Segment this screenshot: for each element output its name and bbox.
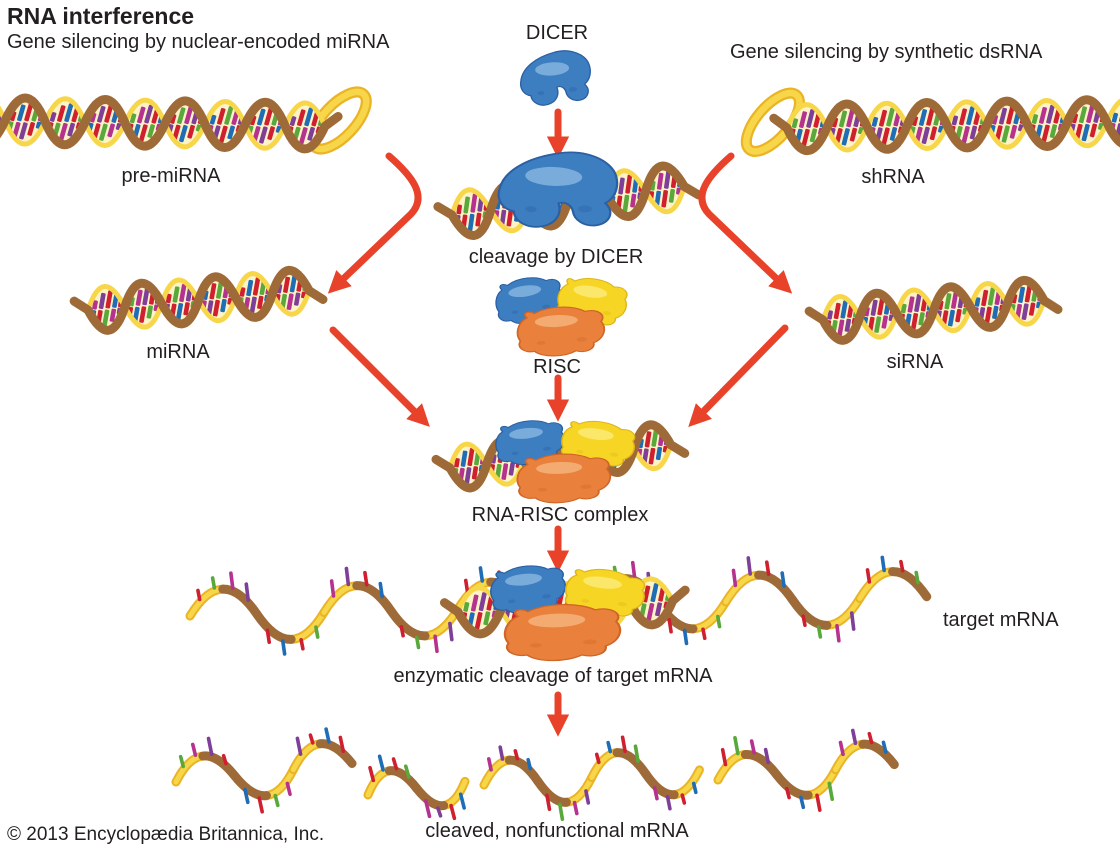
- arrow-shrna-to-sirna: [698, 152, 793, 294]
- label-cleaved-mrna: cleaved, nonfunctional mRNA: [425, 820, 689, 842]
- label-cleavage-by-dicer: cleavage by DICER: [468, 246, 644, 268]
- target-blue-subunit: [490, 565, 566, 614]
- cleaved-fragment-2: [363, 754, 470, 821]
- cleaved-fragment-4: [713, 728, 899, 812]
- risc-orange-subunit: [516, 306, 606, 357]
- figure-title: RNA interference: [7, 3, 195, 29]
- label-sirna: siRNA: [886, 351, 944, 373]
- complex-blue-subunit: [495, 420, 565, 465]
- label-pre-mirna: pre-miRNA: [121, 165, 221, 187]
- arrow-premirna-to-mirna: [327, 152, 422, 294]
- target-orange-subunit: [503, 603, 622, 662]
- dicer-on-helix-blob: [497, 151, 619, 228]
- arrow-sirna-to-complex: [688, 324, 789, 428]
- label-risc: RISC: [533, 356, 581, 378]
- sirna-helix: [804, 275, 1063, 345]
- label-dicer: DICER: [525, 22, 589, 44]
- mirna-helix: [69, 265, 328, 335]
- label-target-mrna: target mRNA: [943, 609, 1059, 631]
- label-shrna: shRNA: [861, 166, 925, 188]
- cleaved-fragment-3: [479, 735, 704, 822]
- shrna-helix: [740, 87, 1120, 157]
- left-pathway-subtitle: Gene silencing by nuclear-encoded miRNA: [7, 31, 390, 53]
- label-rna-risc-complex: RNA-RISC complex: [471, 504, 649, 526]
- copyright-notice: © 2013 Encyclopædia Britannica, Inc.: [7, 824, 325, 845]
- dicer-blob: [519, 50, 591, 106]
- arrow-mirna-to-complex: [329, 326, 430, 427]
- complex-orange-subunit: [516, 453, 612, 504]
- target-yellow-subunit: [564, 569, 646, 617]
- label-enzymatic-cleavage: enzymatic cleavage of target mRNA: [393, 665, 713, 687]
- label-mirna: miRNA: [146, 341, 210, 363]
- right-pathway-subtitle: Gene silencing by synthetic dsRNA: [730, 41, 1043, 63]
- cleaved-fragment-1: [171, 727, 357, 814]
- pre-mirna-helix: [0, 86, 372, 155]
